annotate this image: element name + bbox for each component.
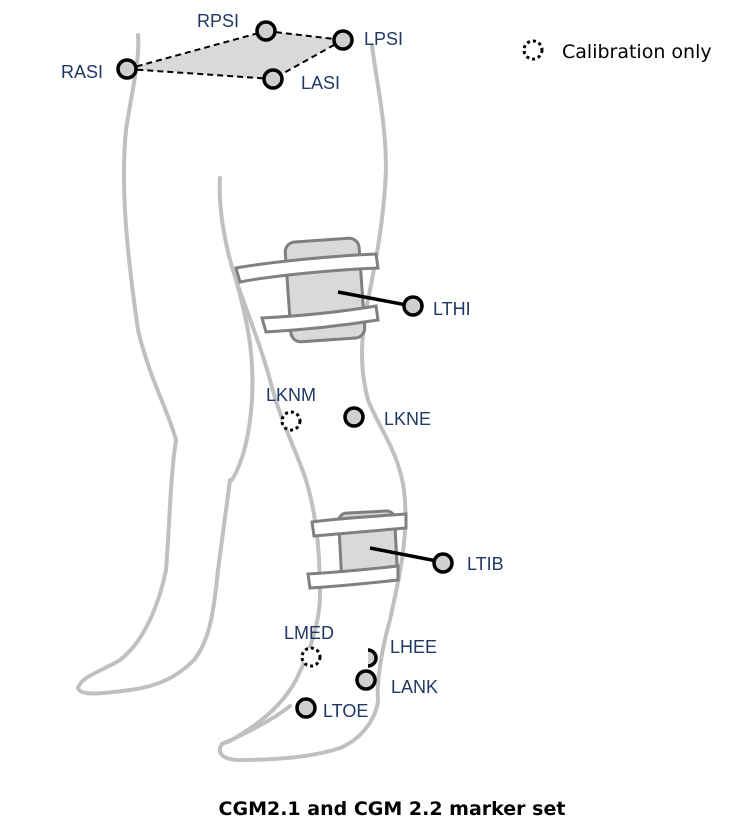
label-lank: LANK [391, 677, 438, 697]
tibia-cluster [306, 509, 443, 590]
legend-calibration-label: Calibration only [562, 41, 712, 63]
thigh-wand [337, 290, 413, 308]
tibia-wand [369, 546, 443, 564]
marker-lasi [262, 68, 284, 90]
leg-outline [76, 33, 408, 762]
label-lmed: LMED [284, 623, 334, 643]
label-lthi: LTHI [433, 299, 471, 319]
marker-rpsi [255, 20, 277, 42]
legend: Calibration only [522, 39, 712, 63]
label-lkne: LKNE [384, 409, 431, 429]
label-rasi: RASI [61, 62, 103, 82]
thigh-cluster [234, 236, 413, 344]
label-lpsi: LPSI [364, 29, 403, 49]
pelvis-plane [127, 31, 343, 79]
figure-caption: CGM2.1 and CGM 2.2 marker set [219, 798, 566, 820]
label-lknm: LKNM [266, 385, 316, 405]
label-lhee: LHEE [390, 637, 437, 657]
marker-lhee [367, 648, 378, 668]
marker-lknm [280, 410, 302, 432]
marker-lthi [402, 295, 424, 317]
label-ltib: LTIB [467, 554, 504, 574]
marker-lkne [343, 406, 365, 428]
label-rpsi: RPSI [197, 11, 239, 31]
label-ltoe: LTOE [323, 701, 368, 721]
marker-rasi [116, 58, 138, 80]
pelvis-dashed-lines [126, 30, 344, 80]
marker-lmed [300, 646, 322, 668]
marker-lank [355, 669, 377, 691]
label-lasi: LASI [301, 73, 340, 93]
marker-lpsi [332, 29, 354, 51]
marker-ltoe [295, 697, 317, 719]
marker-ltib [432, 552, 454, 574]
legend-calibration-icon [522, 39, 544, 61]
